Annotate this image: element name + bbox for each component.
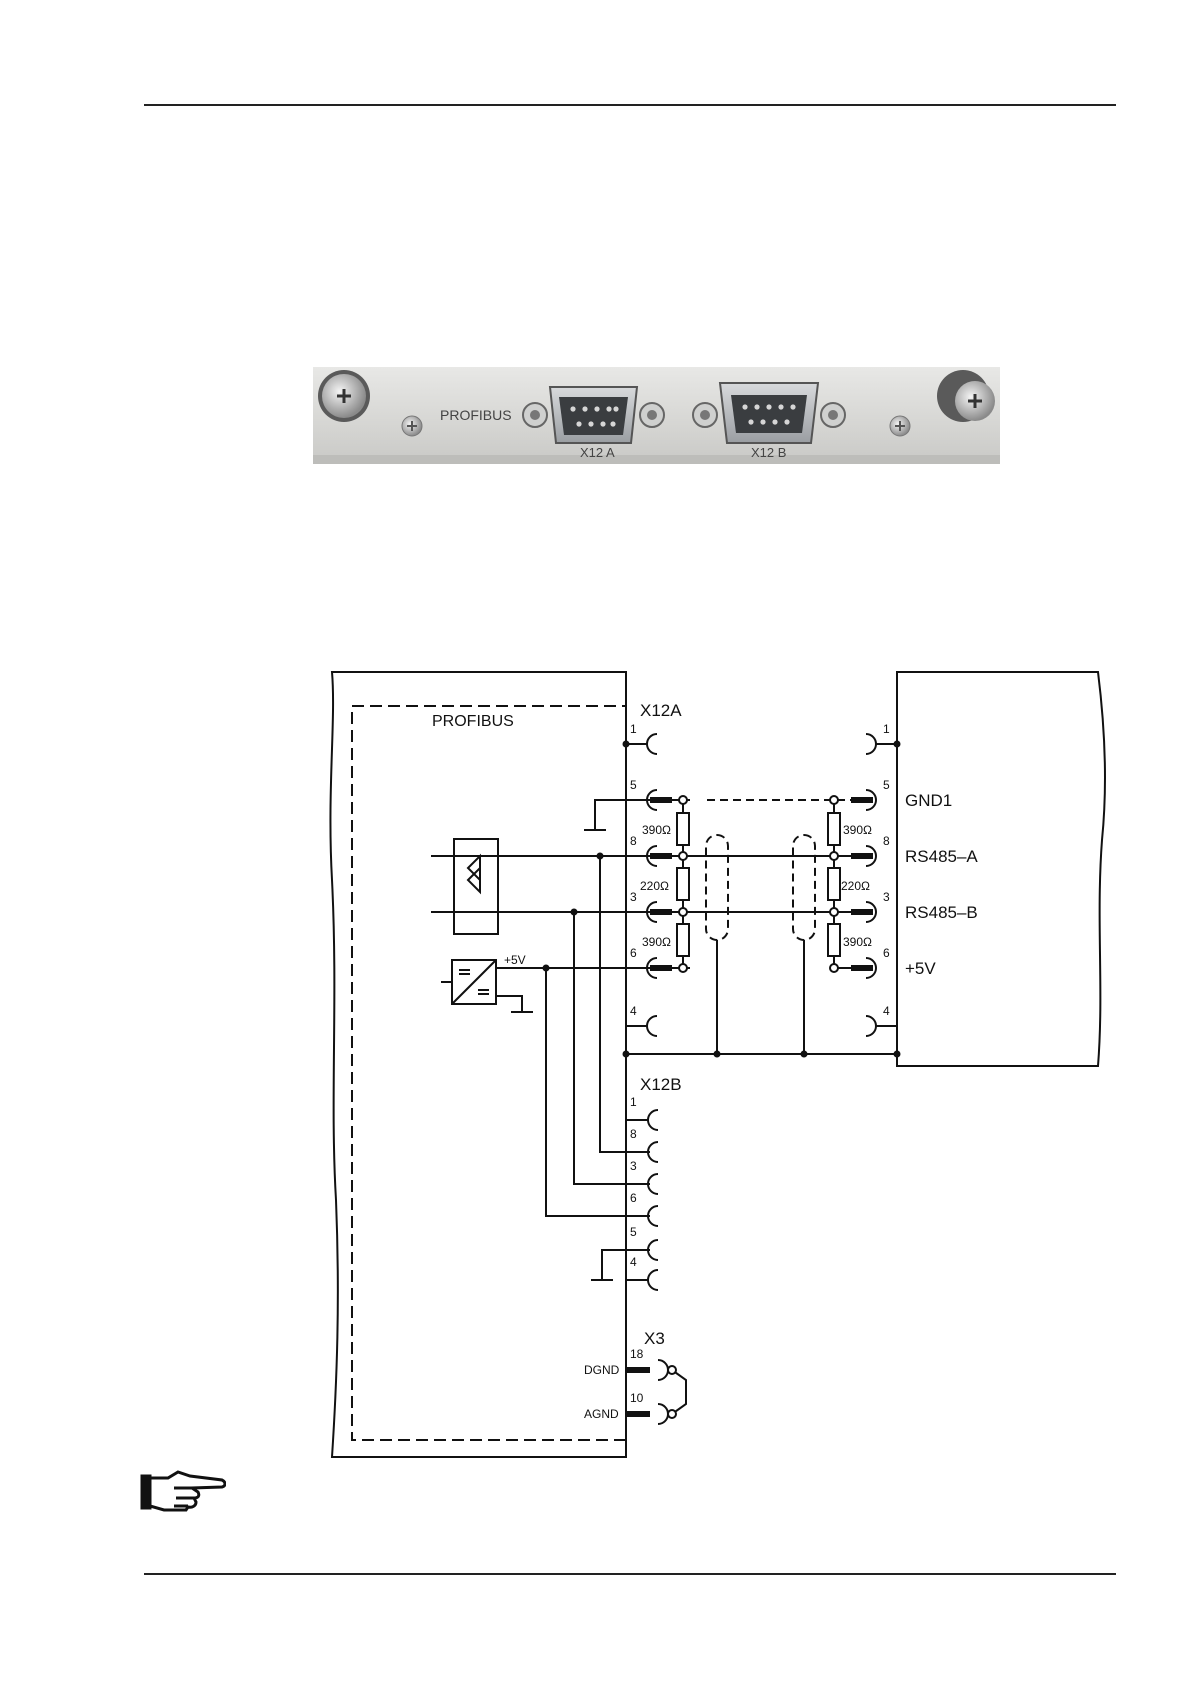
x12a-pin-number: 5: [630, 778, 637, 792]
x12b-pin3-wire: [574, 912, 650, 1184]
cable-shield-right: [793, 835, 815, 940]
footer-rule: [144, 1573, 1116, 1575]
device-pin-number: 5: [883, 778, 890, 792]
signal-label: RS485–B: [905, 903, 978, 922]
x3-pin-number: 10: [630, 1391, 644, 1405]
thumb-screw-left-icon: [318, 370, 370, 422]
device-pin-number: 6: [883, 946, 890, 960]
signal-label: RS485–A: [905, 847, 978, 866]
bus-device-frame: [897, 672, 1105, 1066]
x12b-pin-number: 5: [630, 1225, 637, 1239]
x3-signal-label: DGND: [584, 1363, 620, 1377]
x12a-pin-number: 1: [630, 722, 637, 736]
shield-drain-wires: [717, 940, 804, 1054]
panel-screw-icon: [890, 416, 910, 436]
profibus-module-boundary: [352, 706, 626, 1440]
resistor-value: 390Ω: [642, 823, 671, 837]
x12a-pin-number: 4: [630, 1004, 637, 1018]
resistor-value: 220Ω: [841, 879, 870, 893]
termination-resistors-right: [828, 796, 840, 972]
rs485-transceiver-icon: [431, 839, 626, 934]
x12b-ground-symbol-icon: [591, 1250, 650, 1280]
resistor-value: 390Ω: [843, 823, 872, 837]
profibus-wiring-schematic: PROFIBUS X12A X12B X3 1 5 8 3 6 4 1 5 8 …: [320, 660, 1120, 1470]
x12b-pin-number: 4: [630, 1255, 637, 1269]
x3-label: X3: [644, 1329, 665, 1348]
signal-label: GND1: [905, 791, 952, 810]
x3-signal-label: AGND: [584, 1407, 619, 1421]
x12a-pin-number: 8: [630, 834, 637, 848]
profibus-panel-photo: PROFIBUS X12 A X12 B: [313, 367, 1000, 464]
x12b-pin-number: 6: [630, 1191, 637, 1205]
connector-a-label: X12 A: [580, 445, 615, 460]
signal-label: +5V: [905, 959, 936, 978]
pointing-hand-icon: [140, 1470, 226, 1514]
x3-pin-number: 18: [630, 1347, 644, 1361]
supply-label: +5V: [504, 953, 526, 967]
resistor-value: 220Ω: [640, 879, 669, 893]
header-rule: [144, 104, 1116, 106]
dc-dc-converter-icon: [441, 960, 626, 1012]
device-pin-number: 3: [883, 890, 890, 904]
x12b-label: X12B: [640, 1075, 682, 1094]
x12b-pin-number: 1: [630, 1095, 637, 1109]
connector-b-label: X12 B: [751, 445, 786, 460]
x12a-pin-number: 6: [630, 946, 637, 960]
termination-resistors-left: [677, 796, 689, 972]
cable-shield-left: [706, 835, 728, 940]
resistor-value: 390Ω: [843, 935, 872, 949]
device-socket-icons: [866, 734, 897, 1036]
module-label: PROFIBUS: [432, 713, 514, 730]
drive-module-frame: [330, 672, 626, 1457]
panel-brand-label: PROFIBUS: [440, 407, 512, 423]
x12a-label: X12A: [640, 701, 682, 720]
junction-dots: [543, 741, 901, 1058]
x12b-pin-number: 3: [630, 1159, 637, 1173]
panel-screw-icon: [402, 416, 422, 436]
resistor-value: 390Ω: [642, 935, 671, 949]
x12b-pin-number: 8: [630, 1127, 637, 1141]
device-pin-number: 8: [883, 834, 890, 848]
ground-symbol-icon: [584, 800, 650, 830]
device-pin-number: 4: [883, 1004, 890, 1018]
device-pin-number: 1: [883, 722, 890, 736]
x12a-pin-number: 3: [630, 890, 637, 904]
